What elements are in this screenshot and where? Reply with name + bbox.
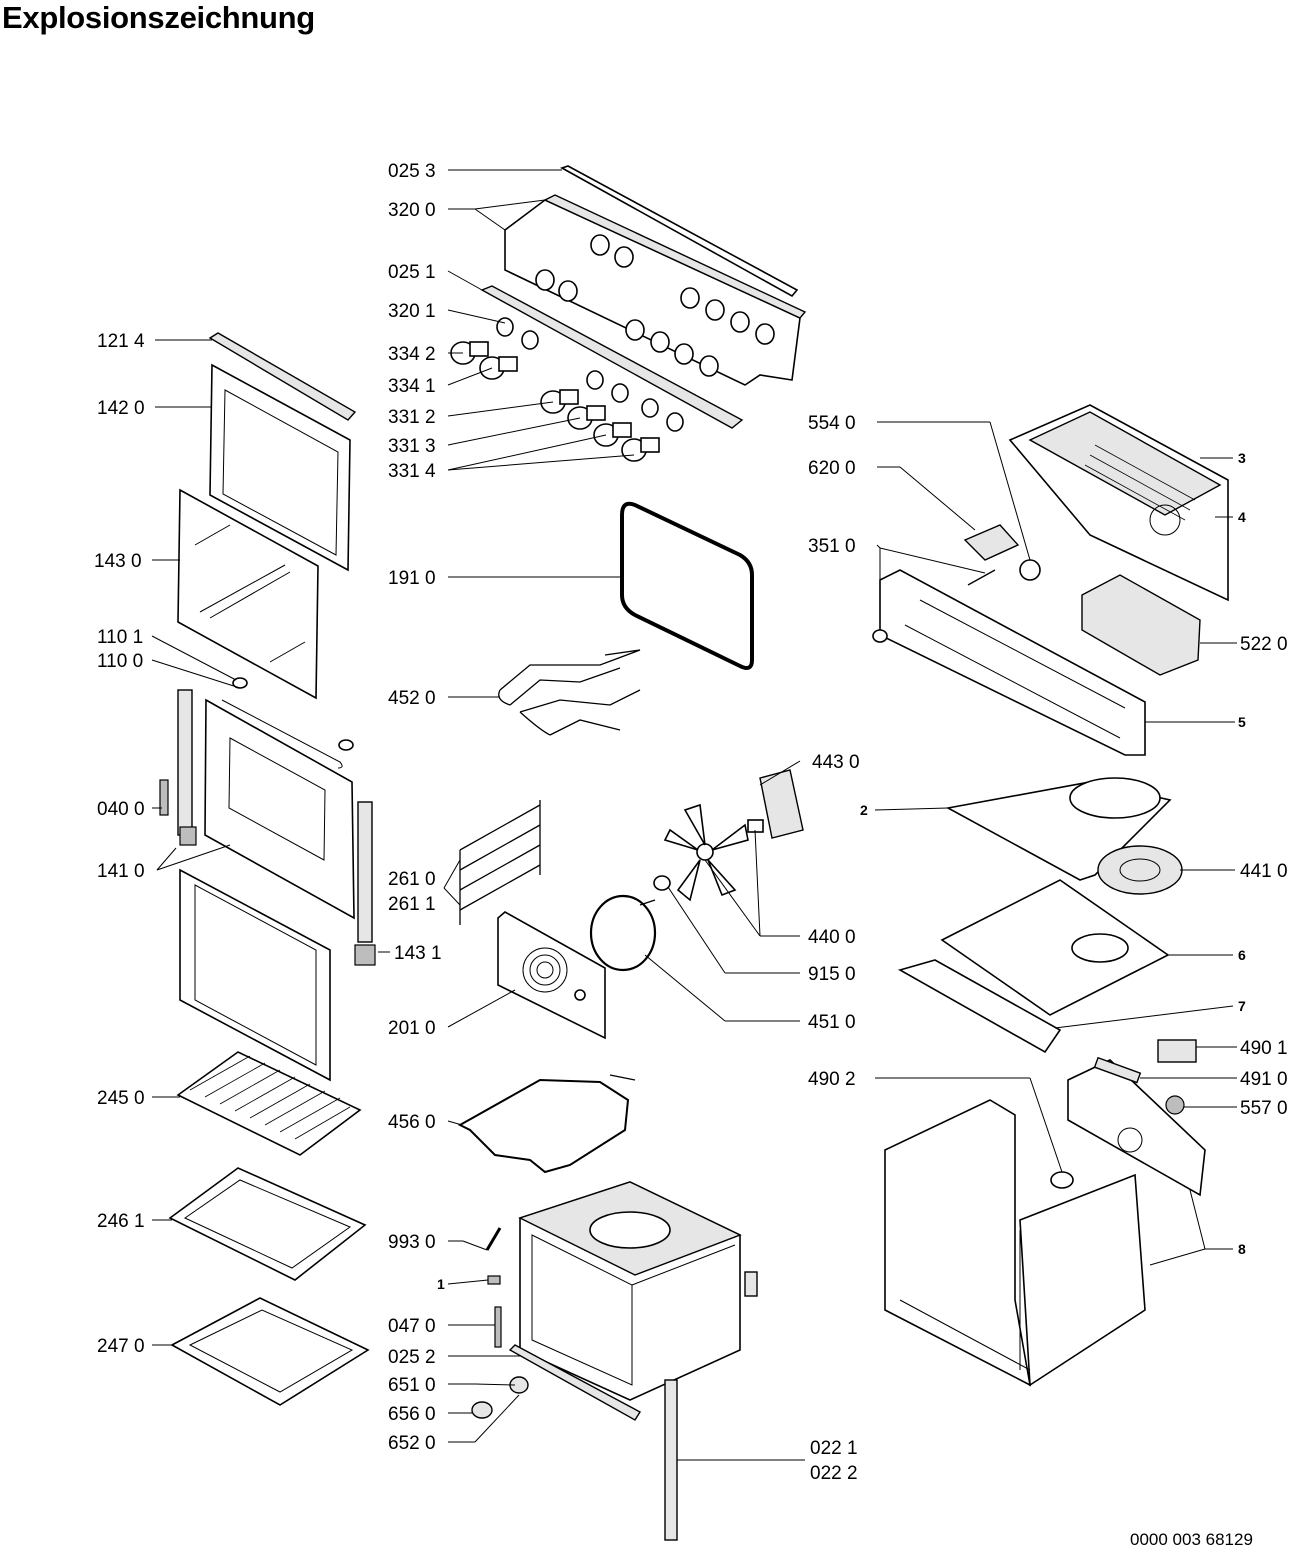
page-title: Explosionszeichnung (2, 0, 315, 35)
label-121-4: 121 4 (97, 331, 145, 352)
label-522-0: 522 0 (1240, 634, 1288, 655)
fan-motor (747, 769, 804, 839)
wire-shelf (176, 1051, 362, 1156)
label-334-2: 334 2 (388, 344, 436, 365)
small-hardware (471, 1227, 529, 1419)
label-245-0: 245 0 (97, 1088, 145, 1109)
label-490-1: 490 1 (1240, 1038, 1288, 1059)
label-331-3: 331 3 (388, 436, 436, 457)
label-261-1: 261 1 (388, 894, 436, 915)
label-320-1: 320 1 (388, 301, 436, 322)
top-heater (498, 649, 641, 736)
label-022-1: 022 1 (810, 1438, 858, 1459)
oven-cavity (518, 1181, 758, 1401)
label-915-0: 915 0 (808, 964, 856, 985)
document-number: 0000 003 68129 (1130, 1530, 1253, 1549)
label-246-1: 246 1 (97, 1211, 145, 1232)
label-261-0: 261 0 (388, 869, 436, 890)
label-351-0: 351 0 (808, 536, 856, 557)
label-6: 6 (1238, 947, 1246, 963)
switch-block (963, 524, 1041, 586)
label-331-2: 331 2 (388, 407, 436, 428)
label-8: 8 (1238, 1241, 1246, 1257)
deep-pan (170, 1297, 370, 1406)
label-441-0: 441 0 (1240, 861, 1288, 882)
door-seal (620, 501, 754, 670)
label-331-4: 331 4 (388, 461, 436, 482)
leader-lines (151, 169, 1237, 1461)
label-141-0: 141 0 (97, 861, 145, 882)
label-440-0: 440 0 (808, 927, 856, 948)
label-247-0: 247 0 (97, 1336, 145, 1357)
trim-strip-top (560, 165, 799, 298)
label-022-2: 022 2 (810, 1463, 858, 1484)
label-491-0: 491 0 (1240, 1069, 1288, 1090)
label-452-0: 452 0 (388, 688, 436, 709)
label-490-2: 490 2 (808, 1069, 856, 1090)
fan-blade (653, 803, 749, 902)
door-frame (159, 689, 376, 1082)
control-panel-fascia (504, 194, 807, 386)
label-652-0: 652 0 (388, 1433, 436, 1454)
label-993-0: 993 0 (388, 1232, 436, 1253)
label-620-0: 620 0 (808, 458, 856, 479)
side-racks (459, 800, 541, 925)
label-656-0: 656 0 (388, 1404, 436, 1425)
label-4: 4 (1238, 509, 1246, 525)
part-number-labels: 025 3 320 0 025 1 320 1 334 2 334 1 331 … (94, 161, 1288, 1484)
label-143-1: 143 1 (394, 943, 442, 964)
label-025-1: 025 1 (388, 262, 436, 283)
baking-tray (168, 1167, 367, 1281)
inner-door-glass (177, 488, 319, 700)
label-554-0: 554 0 (808, 413, 856, 434)
label-651-0: 651 0 (388, 1375, 436, 1396)
housing-frame (884, 1099, 1146, 1387)
label-451-0: 451 0 (808, 1012, 856, 1033)
label-143-0: 143 0 (94, 551, 142, 572)
label-047-0: 047 0 (388, 1316, 436, 1337)
label-5: 5 (1238, 714, 1246, 730)
label-557-0: 557 0 (1240, 1098, 1288, 1119)
ring-heater (589, 894, 657, 972)
rear-panel-assembly (1008, 404, 1229, 602)
label-110-1: 110 1 (97, 627, 143, 648)
label-025-2: 025 2 (388, 1347, 436, 1368)
label-7: 7 (1238, 998, 1246, 1014)
relay-board (1081, 574, 1201, 676)
label-201-0: 201 0 (388, 1018, 436, 1039)
outer-door-glass (209, 363, 351, 572)
small-components (1050, 1039, 1197, 1189)
label-040-0: 040 0 (97, 799, 145, 820)
label-191-0: 191 0 (388, 568, 436, 589)
door-handle (208, 332, 357, 421)
fan-cover (497, 911, 606, 1040)
mounting-rail (480, 285, 744, 429)
label-1: 1 (437, 1276, 445, 1292)
label-110-0: 110 0 (97, 651, 143, 672)
label-142-0: 142 0 (97, 398, 145, 419)
hinge-pads (232, 677, 354, 751)
label-2: 2 (860, 802, 868, 818)
label-025-3: 025 3 (388, 161, 436, 182)
label-3: 3 (1238, 450, 1246, 466)
label-456-0: 456 0 (388, 1112, 436, 1133)
cooling-fan (1097, 845, 1183, 895)
cover-plate-bottom (897, 959, 1062, 1054)
knob-rings (496, 317, 684, 432)
label-334-1: 334 1 (388, 376, 436, 397)
label-320-0: 320 0 (388, 200, 436, 221)
bottom-heater (457, 1074, 636, 1174)
label-443-0: 443 0 (812, 752, 860, 773)
